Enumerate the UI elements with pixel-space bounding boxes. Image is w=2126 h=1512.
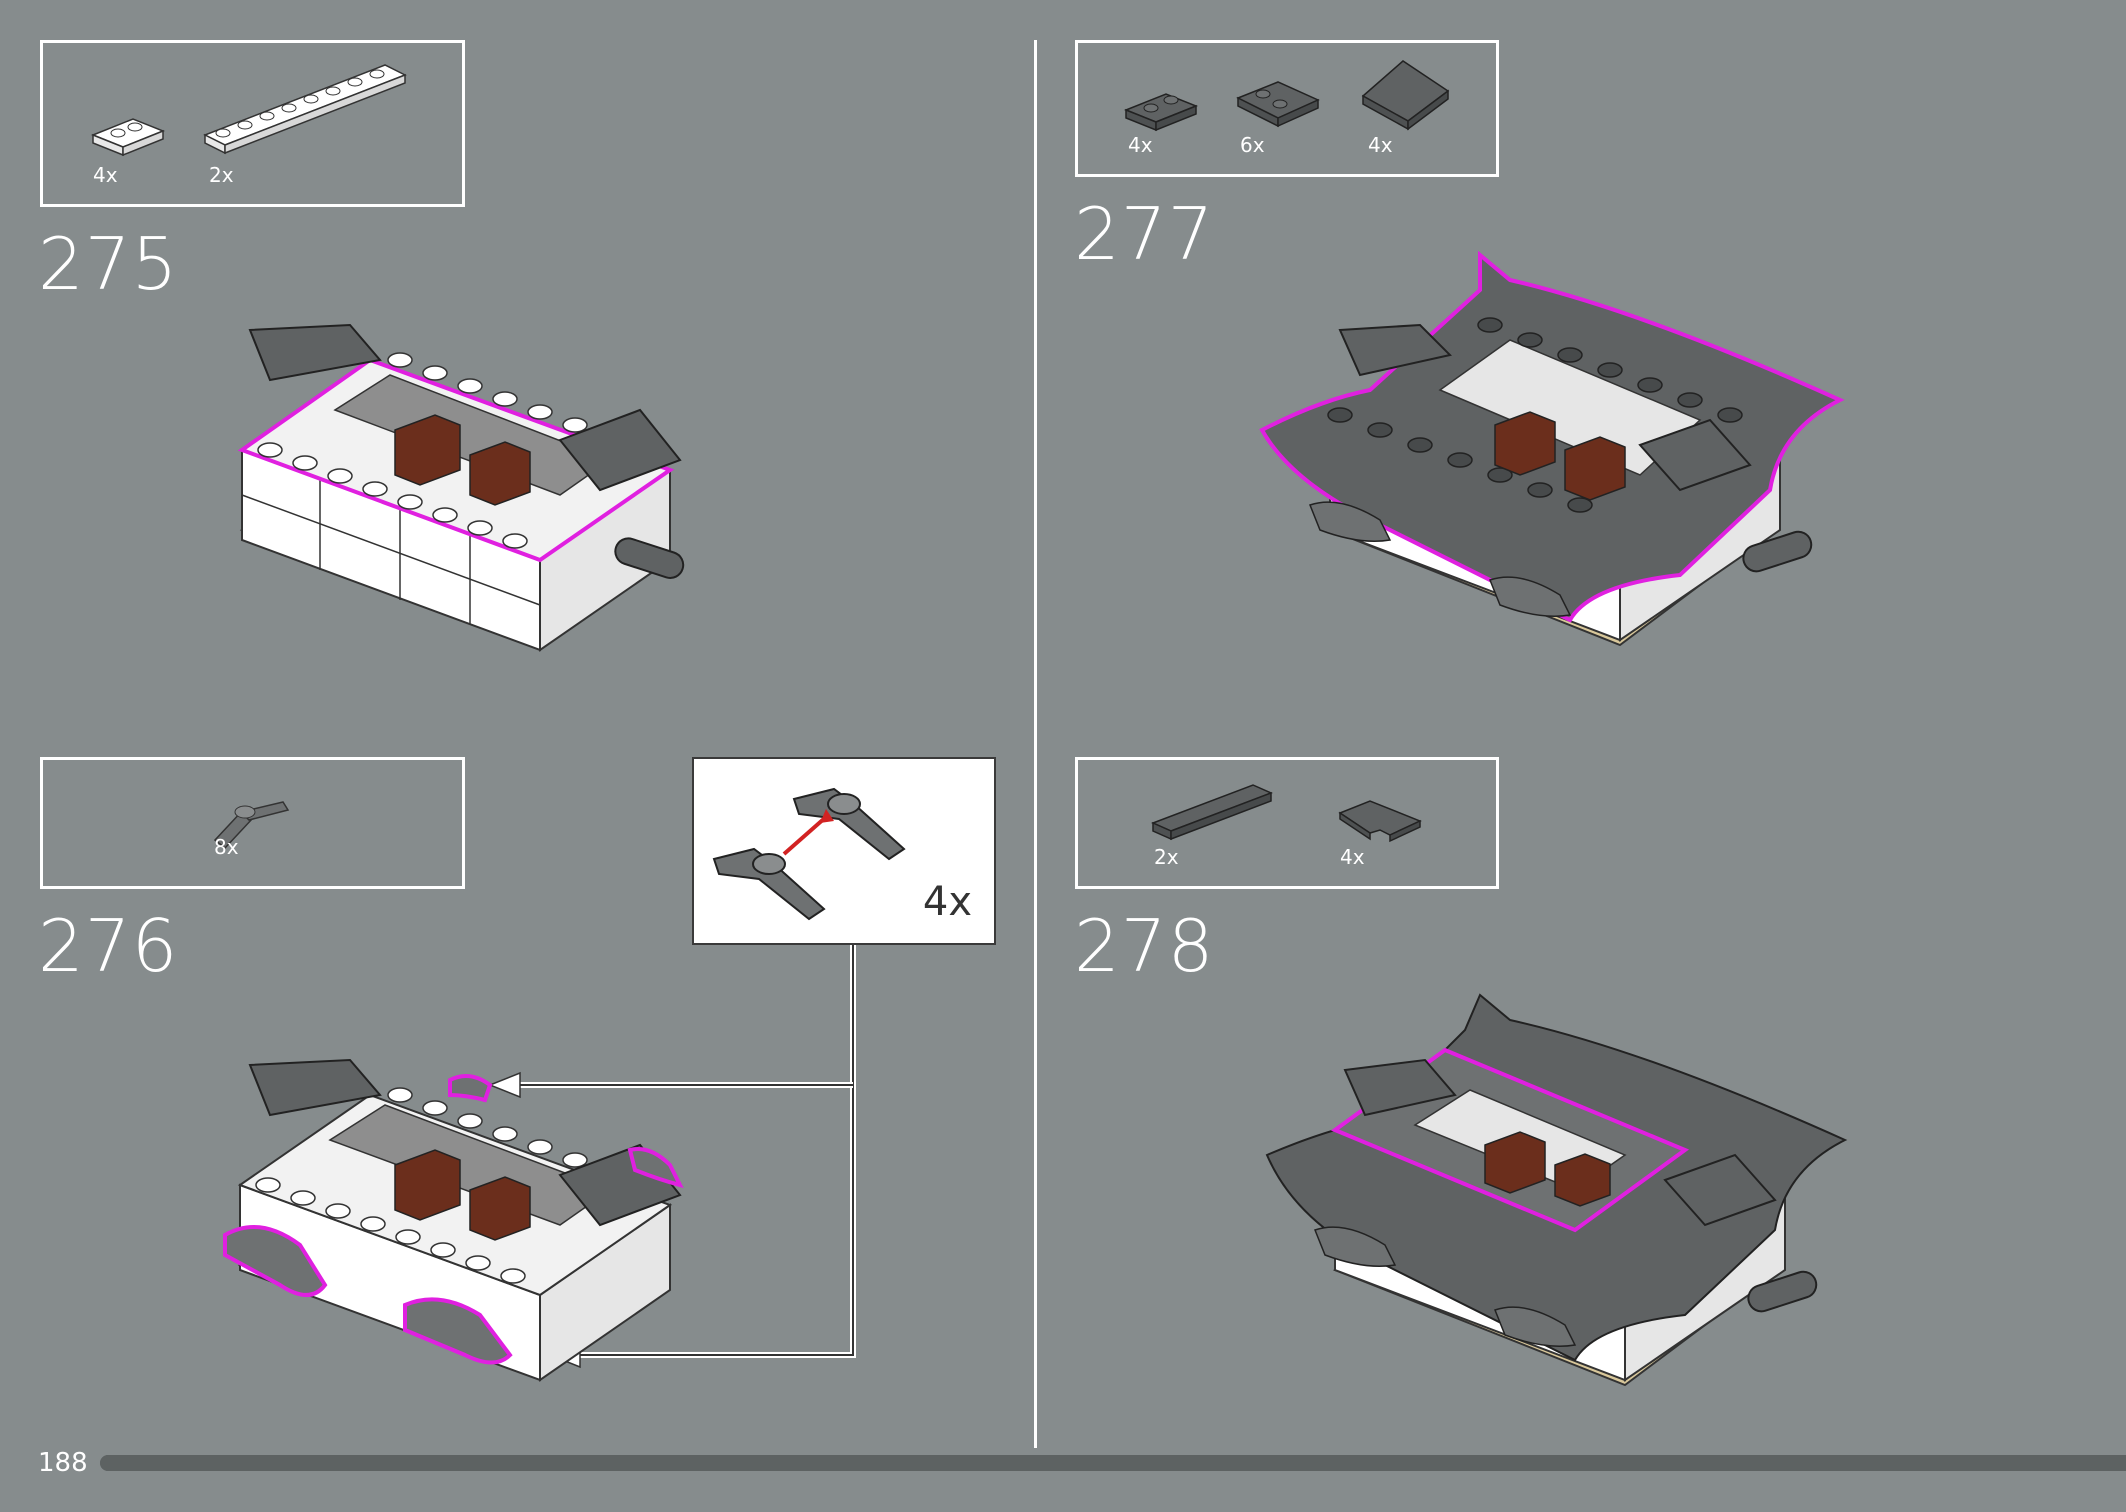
curved-roof-corner-icon [1361, 60, 1450, 131]
qty-275-a: 4x [93, 163, 118, 187]
qty-275-b: 2x [209, 163, 234, 187]
model-illustration-276 [223, 1058, 684, 1382]
qty-277-b: 6x [1240, 133, 1265, 157]
progress-bar [100, 1455, 2126, 1471]
qty-276: 8x [214, 835, 239, 859]
qty-278-a: 2x [1154, 845, 1179, 869]
plate-1x8-white-icon [203, 64, 407, 155]
model-illustration-278 [1265, 993, 1848, 1387]
step-number-277: 277 [1074, 192, 1215, 276]
parts-list-278: 2x 4x [1075, 757, 1499, 889]
qty-277-c: 4x [1368, 133, 1393, 157]
parts-list-275: 4x 2x [40, 40, 465, 207]
qty-278-b: 4x [1340, 845, 1365, 869]
plate-1x2-dark-grey-icon [1123, 93, 1199, 132]
page-number: 188 [38, 1448, 88, 1478]
step-number-278: 278 [1074, 904, 1215, 988]
plate-1x2-white-icon [90, 118, 166, 157]
model-illustration-275 [237, 323, 685, 652]
qty-277-a: 4x [1128, 133, 1153, 157]
progress-fill [100, 1455, 2126, 1471]
page-divider [1034, 40, 1037, 1448]
callout-qty: 4x [922, 879, 972, 925]
parts-list-277: 4x 6x 4x [1075, 40, 1499, 177]
step-number-275: 275 [38, 222, 179, 306]
bar-holder-clip-icon [213, 801, 290, 850]
clip-assembly-icon [712, 787, 906, 921]
callout-connector [487, 945, 856, 1369]
step-number-276: 276 [38, 904, 179, 988]
model-illustration-277 [1259, 250, 1845, 647]
tile-corner-dark-grey-icon [1338, 800, 1422, 843]
sub-assembly-callout: 4x [692, 757, 996, 945]
plate-2x2-dark-grey-icon [1236, 81, 1320, 128]
parts-list-276: 8x [40, 757, 465, 889]
tile-1x6-dark-grey-icon [1151, 784, 1273, 841]
